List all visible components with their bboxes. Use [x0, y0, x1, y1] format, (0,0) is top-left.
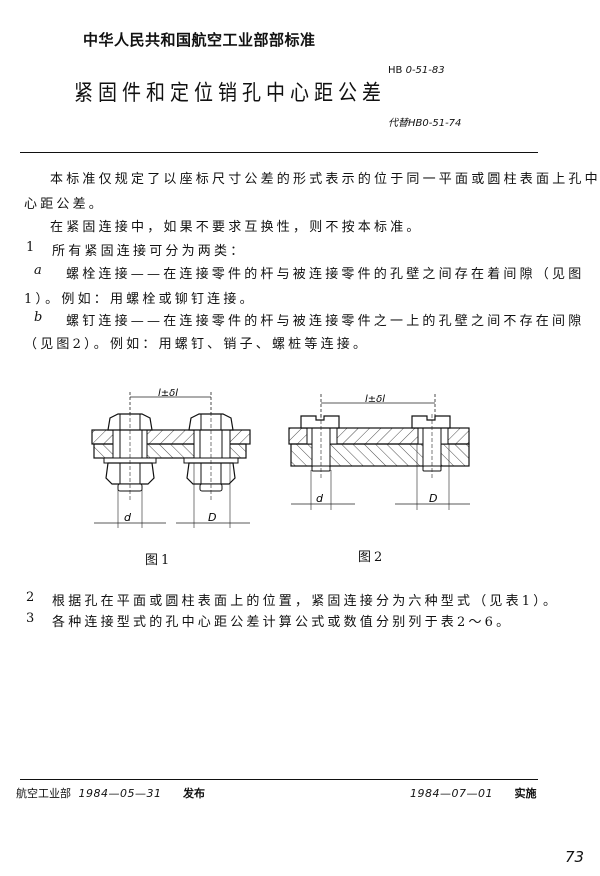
- effective-date: 1984—07—01: [410, 787, 493, 800]
- standard-prefix: HB: [388, 65, 403, 76]
- replaces-standard: 代替HB0-51-74: [388, 118, 462, 129]
- item-b-letter: b: [34, 310, 46, 325]
- item-2-text: 根据孔在平面或圆柱表面上的位置，紧固连接分为六种型式（见表1）。: [52, 594, 560, 609]
- figure-2-screw-diagram: l±δl d D: [288, 394, 470, 510]
- item-a-line-1: 螺栓连接——在连接零件的杆与被连接零件的孔壁之间存在着间隙（见图: [66, 267, 585, 282]
- figure-1-caption: 图1: [145, 553, 173, 568]
- item-3-text: 各种连接型式的孔中心距公差计算公式或数值分别列于表2～6。: [52, 615, 513, 630]
- figure-1-right-label: D: [208, 511, 216, 524]
- issue-label: 发布: [183, 787, 205, 800]
- footer-divider: [20, 779, 538, 780]
- effective-label: 实施: [514, 787, 537, 800]
- issuer-line: 航空工业部 1984—05—31 发布: [16, 785, 205, 801]
- standard-code: 0-51-83: [405, 65, 445, 76]
- item-a-letter: a: [34, 263, 45, 278]
- note-paragraph: 在紧固连接中，如果不要求互换性，则不按本标准。: [50, 220, 423, 235]
- issue-date: 1984—05—31: [78, 787, 162, 800]
- item-b-line-2: （见图2）。例如：用螺钉、销子、螺桩等连接。: [24, 337, 370, 352]
- issuing-organization: 中华人民共和国航空工业部部标准: [83, 31, 316, 49]
- figure-2-left-label: d: [316, 492, 324, 505]
- figure-1-bolt-diagram: l±δl d D: [91, 388, 251, 528]
- standard-number: HB 0-51-83: [388, 65, 445, 76]
- figure-1-dimension-label: l±δl: [158, 388, 178, 399]
- figure-2-dimension-label: l±δl: [365, 394, 385, 405]
- issuer: 航空工业部: [16, 787, 71, 800]
- intro-line-2: 心距公差。: [24, 197, 106, 212]
- intro-line-1: 本标准仅规定了以座标尺寸公差的形式表示的位于同一平面或圆柱表面上孔中: [50, 172, 600, 187]
- item-2-number: 2: [26, 590, 38, 605]
- item-b-line-1: 螺钉连接——在连接零件的杆与被连接零件之一上的孔壁之间不存在间隙: [66, 314, 585, 329]
- effective-line: 1984—07—01 实施: [410, 785, 537, 801]
- item-3-number: 3: [26, 611, 38, 626]
- item-1-text: 所有紧固连接可分为两类：: [52, 244, 247, 259]
- page-number: 73: [565, 848, 585, 866]
- header-divider: [20, 152, 538, 153]
- figure-2-right-label: D: [429, 492, 437, 505]
- figure-1-left-label: d: [124, 511, 132, 524]
- figure-2-caption: 图2: [358, 550, 386, 565]
- document-title: 紧固件和定位销孔中心距公差: [74, 80, 387, 106]
- item-1-number: 1: [26, 240, 38, 255]
- item-a-line-2: 1）。例如：用螺栓或铆钉连接。: [24, 292, 256, 307]
